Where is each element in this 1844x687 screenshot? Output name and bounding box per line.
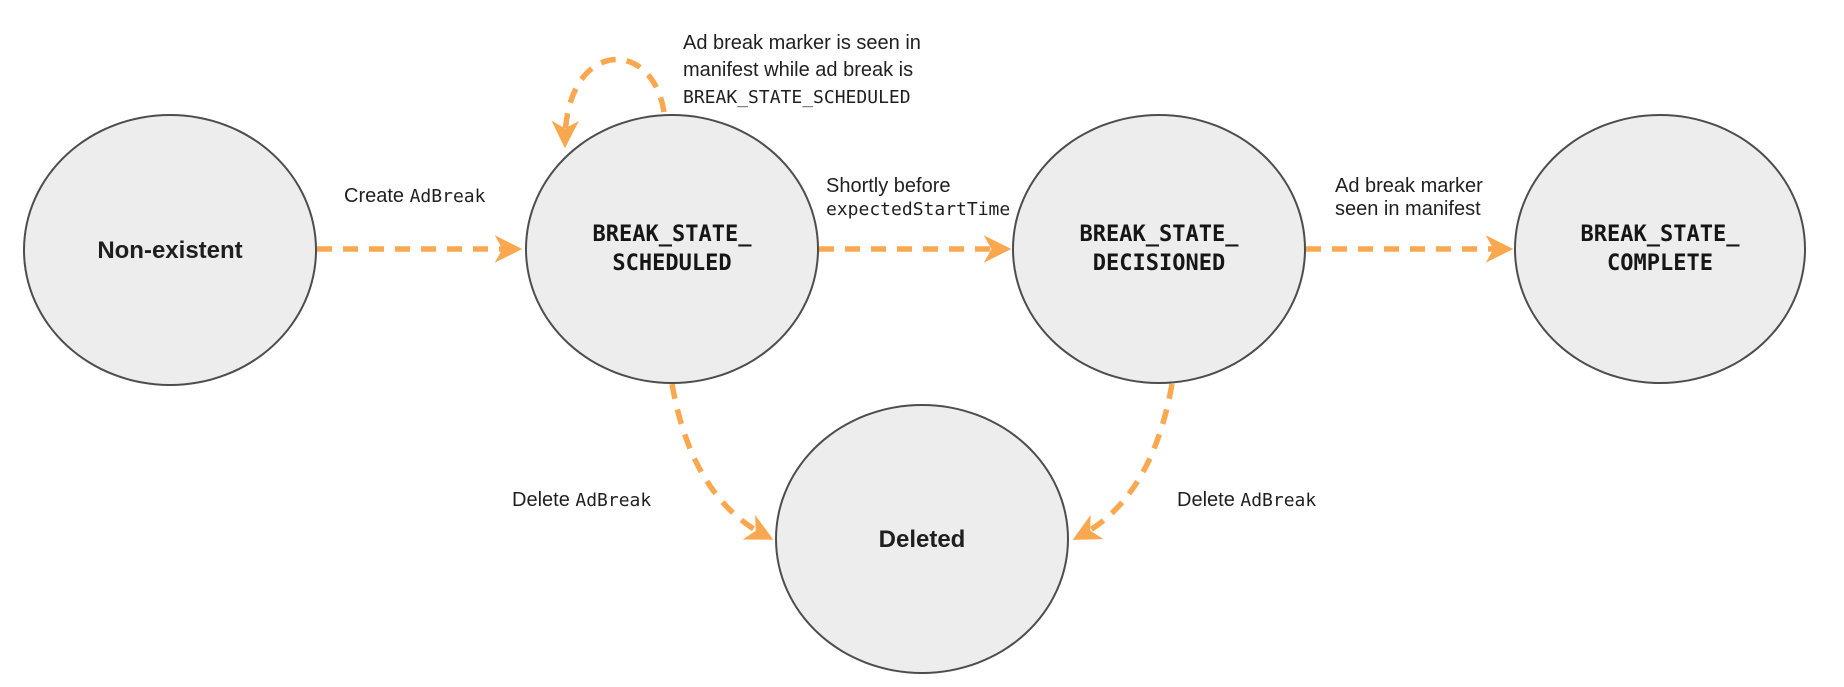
- state-label: Non-existent: [97, 236, 243, 264]
- label-line-2: manifest while ad break is: [683, 59, 914, 81]
- state-non-existent: Non-existent: [23, 114, 317, 386]
- transition-label-create-adbreak: Create AdBreak: [344, 185, 485, 208]
- label-text-sans: Create: [344, 185, 405, 207]
- label-text-mono: AdBreak: [1240, 490, 1317, 511]
- arrow-self-loop-scheduled: [551, 56, 667, 149]
- label-text-sans: Delete: [1177, 489, 1235, 511]
- label-line-1: Ad break marker: [1335, 175, 1483, 197]
- state-deleted: Deleted: [775, 404, 1069, 674]
- label-text-mono: AdBreak: [409, 186, 486, 207]
- transition-label-marker-seen: Ad break marker seen in manifest: [1335, 175, 1483, 221]
- transition-label-delete-adbreak-left: Delete AdBreak: [512, 489, 651, 512]
- arrow-delete-from-decisioned: [1072, 383, 1175, 540]
- transition-label-self-loop: Ad break marker is seen in manifest whil…: [683, 30, 921, 111]
- transition-label-delete-adbreak-right: Delete AdBreak: [1177, 489, 1316, 512]
- state-label: SCHEDULED: [612, 251, 732, 276]
- state-label: Deleted: [878, 525, 966, 553]
- label-line-2: seen in manifest: [1335, 198, 1481, 220]
- state-label: BREAK_STATE_: [1580, 222, 1740, 247]
- state-label: COMPLETE: [1607, 251, 1713, 276]
- state-label: BREAK_STATE_: [1079, 222, 1239, 247]
- label-line-sans: Shortly before: [826, 175, 951, 197]
- label-text-sans: Delete: [512, 489, 570, 511]
- label-line-mono: expectedStartTime: [826, 199, 1011, 220]
- state-break-state-complete: BREAK_STATE_ COMPLETE: [1514, 114, 1806, 384]
- state-break-state-scheduled: BREAK_STATE_ SCHEDULED: [525, 114, 819, 384]
- label-text-mono: AdBreak: [575, 490, 652, 511]
- arrow-delete-from-scheduled: [669, 383, 774, 540]
- state-label: DECISIONED: [1092, 251, 1226, 276]
- state-label: BREAK_STATE_: [592, 222, 752, 247]
- transition-label-shortly-before: Shortly before expectedStartTime: [826, 175, 1010, 221]
- label-line-3-mono: BREAK_STATE_SCHEDULED: [683, 87, 911, 108]
- state-break-state-decisioned: BREAK_STATE_ DECISIONED: [1012, 114, 1306, 384]
- label-line-1: Ad break marker is seen in: [683, 32, 921, 54]
